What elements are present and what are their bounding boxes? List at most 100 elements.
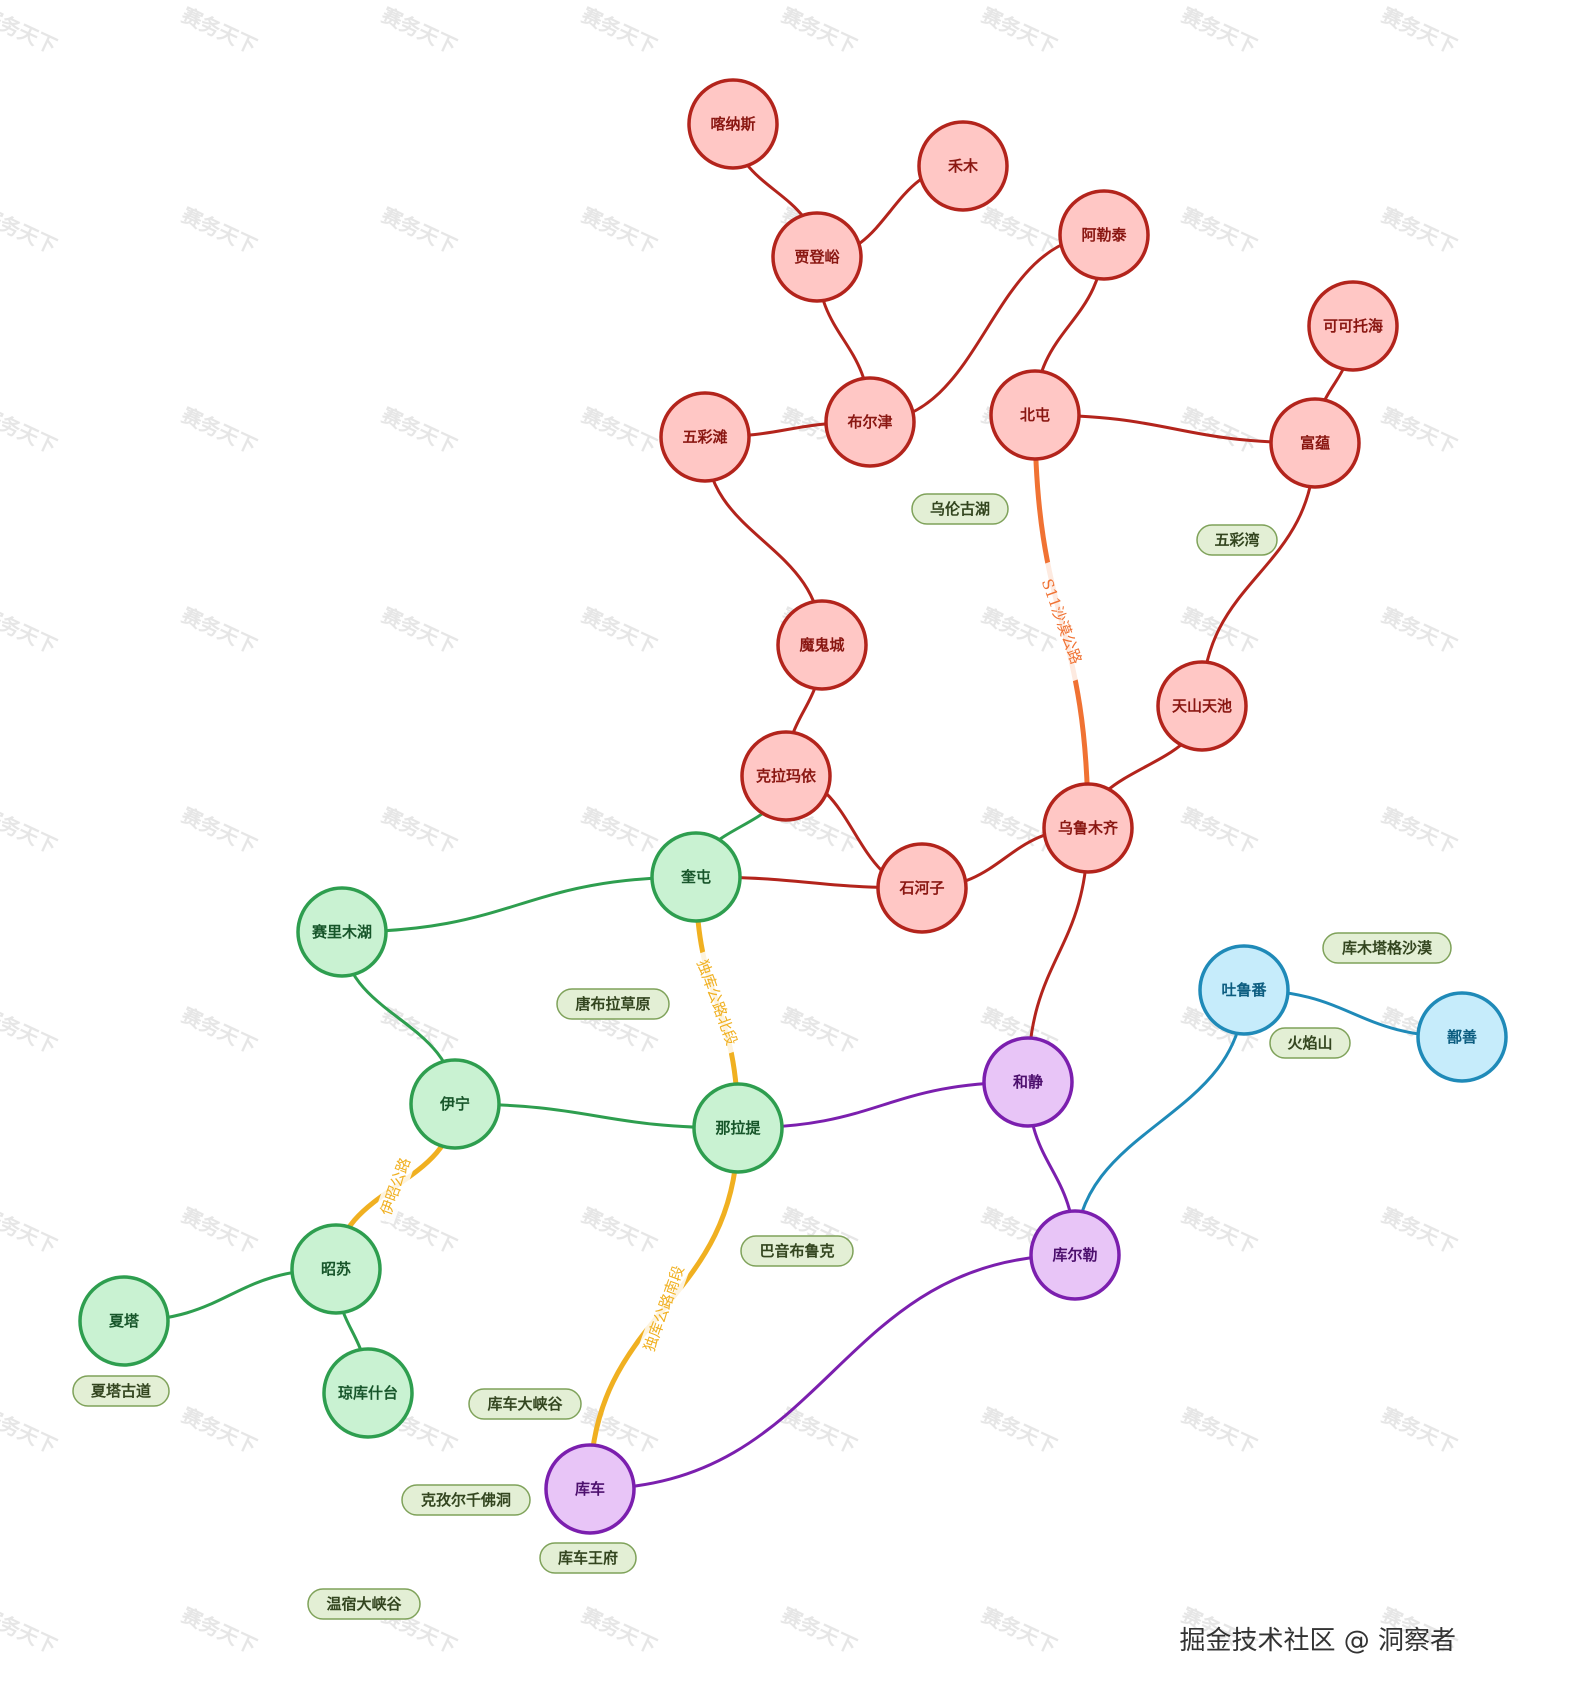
road-label-group: S11沙漠公路 [1030, 561, 1093, 682]
node-moguicheng[interactable]: 魔鬼城 [776, 599, 868, 691]
node-circle [824, 376, 916, 468]
node-shanshan[interactable]: 鄯善 [1416, 991, 1508, 1083]
tag-kuchedaxiagu[interactable]: 库车大峡谷 [468, 1388, 582, 1420]
tag-pill [556, 988, 670, 1020]
node-aletai[interactable]: 阿勒泰 [1058, 189, 1150, 281]
watermark-text: 赛务天下 [377, 802, 461, 858]
node-tulufan[interactable]: 吐鲁番 [1198, 944, 1290, 1036]
node-jiadengyu[interactable]: 贾登峪 [771, 211, 863, 303]
node-circle [1307, 280, 1399, 372]
node-shihezi[interactable]: 石河子 [876, 842, 968, 934]
node-circle [1156, 660, 1248, 752]
node-kuche[interactable]: 库车 [544, 1443, 636, 1535]
watermark-text: 赛务天下 [777, 2, 861, 58]
node-kelamayi[interactable]: 克拉玛依 [740, 730, 832, 822]
watermark-text: 赛务天下 [0, 1402, 61, 1458]
node-label: 可可托海 [1323, 317, 1383, 335]
tag-keziergr[interactable]: 克孜尔千佛洞 [401, 1484, 531, 1516]
node-circle [1029, 1209, 1121, 1301]
node-sailimuhu[interactable]: 赛里木湖 [296, 886, 388, 978]
node-wulumuqi[interactable]: 乌鲁木齐 [1042, 782, 1134, 874]
node-label: 琼库什台 [338, 1384, 398, 1402]
node-buerjin[interactable]: 布尔津 [824, 376, 916, 468]
edge-kuitun-sailimuhu [341, 875, 697, 934]
node-label: 布尔津 [847, 413, 892, 431]
watermark-text: 赛务天下 [0, 202, 61, 258]
tag-pill [911, 493, 1009, 525]
node-qiongkushitai[interactable]: 琼库什台 [322, 1347, 414, 1439]
tag-pill [1196, 524, 1278, 556]
node-yining[interactable]: 伊宁 [409, 1058, 501, 1150]
node-circle [989, 369, 1081, 461]
node-label: 禾木 [948, 157, 979, 175]
watermark-text: 赛务天下 [177, 802, 261, 858]
watermark-text: 赛务天下 [1377, 602, 1461, 658]
node-label: 伊宁 [439, 1095, 470, 1113]
node-circle [740, 730, 832, 822]
tag-label: 乌伦古湖 [930, 500, 990, 518]
node-nalati[interactable]: 那拉提 [692, 1082, 784, 1174]
node-label: 库尔勒 [1052, 1246, 1097, 1264]
watermark-text: 赛务天下 [0, 1202, 61, 1258]
watermark-text: 赛务天下 [1377, 202, 1461, 258]
tag-huoyanshan[interactable]: 火焰山 [1269, 1027, 1351, 1059]
watermark-text: 赛务天下 [1377, 1402, 1461, 1458]
watermark-text: 赛务天下 [1177, 2, 1261, 58]
node-label: 石河子 [898, 879, 944, 897]
node-beitun[interactable]: 北屯 [989, 369, 1081, 461]
node-circle [296, 886, 388, 978]
node-label: 喀纳斯 [710, 115, 755, 133]
watermark-text: 赛务天下 [177, 1402, 261, 1458]
tag-label: 唐布拉草原 [575, 995, 650, 1013]
node-circle [1269, 397, 1361, 489]
node-circle [650, 831, 742, 923]
node-label: 富蕴 [1300, 434, 1330, 452]
node-label: 和静 [1013, 1073, 1043, 1091]
watermark-text: 赛务天下 [177, 402, 261, 458]
tag-kumutage[interactable]: 库木塔格沙漠 [1322, 932, 1452, 964]
road-label-bg [372, 1148, 419, 1225]
tag-label: 火焰山 [1287, 1034, 1332, 1052]
tag-label: 库车大峡谷 [487, 1395, 563, 1413]
node-kuitun[interactable]: 奎屯 [650, 831, 742, 923]
watermark-text: 赛务天下 [577, 2, 661, 58]
edge-nalati-hejing [737, 1080, 1029, 1130]
node-circle [771, 211, 863, 303]
node-keketuohai[interactable]: 可可托海 [1307, 280, 1399, 372]
node-tianshantianchi[interactable]: 天山天池 [1156, 660, 1248, 752]
tag-label: 克孜尔千佛洞 [421, 1491, 511, 1509]
watermark-text: 赛务天下 [777, 1002, 861, 1058]
edge-kuerle-tulufan [1073, 989, 1246, 1256]
watermark-text: 赛务天下 [1177, 1202, 1261, 1258]
edge-fuyun-tianshantianchi [1200, 442, 1317, 707]
node-label: 赛里木湖 [311, 923, 372, 941]
node-wucaitan[interactable]: 五彩滩 [659, 391, 751, 483]
node-xiata[interactable]: 夏塔 [78, 1275, 170, 1367]
node-kanas[interactable]: 喀纳斯 [687, 78, 779, 170]
watermark-text: 赛务天下 [777, 1602, 861, 1658]
tag-xiatagudao[interactable]: 夏塔古道 [72, 1375, 170, 1407]
node-kuerle[interactable]: 库尔勒 [1029, 1209, 1121, 1301]
node-zhaosu[interactable]: 昭苏 [290, 1223, 382, 1315]
attraction-tags: 乌伦古湖五彩湾库木塔格沙漠唐布拉草原火焰山巴音布鲁克夏塔古道库车大峡谷克孜尔千佛… [72, 493, 1452, 1620]
node-label: 克拉玛依 [756, 767, 817, 785]
node-circle [687, 78, 779, 170]
node-fuyun[interactable]: 富蕴 [1269, 397, 1361, 489]
tag-kuchewangfu[interactable]: 库车王府 [539, 1542, 637, 1574]
watermark-text: 赛务天下 [1377, 402, 1461, 458]
watermark-text: 赛务天下 [377, 2, 461, 58]
road-label-bg [688, 949, 746, 1056]
node-label: 乌鲁木齐 [1058, 819, 1119, 837]
tag-pill [72, 1375, 170, 1407]
tag-bayinbuluke[interactable]: 巴音布鲁克 [740, 1235, 854, 1267]
tag-wensu[interactable]: 温宿大峡谷 [307, 1588, 421, 1620]
node-hemu[interactable]: 禾木 [917, 120, 1009, 212]
tag-tangbula[interactable]: 唐布拉草原 [556, 988, 670, 1020]
tag-wucaiwan[interactable]: 五彩湾 [1196, 524, 1278, 556]
credit-watermark: 掘金技术社区 @ 洞察者 [1179, 1626, 1456, 1656]
node-hejing[interactable]: 和静 [982, 1036, 1074, 1128]
node-label: 库车 [575, 1480, 605, 1498]
watermark-text: 赛务天下 [377, 602, 461, 658]
tag-wulungu[interactable]: 乌伦古湖 [911, 493, 1009, 525]
